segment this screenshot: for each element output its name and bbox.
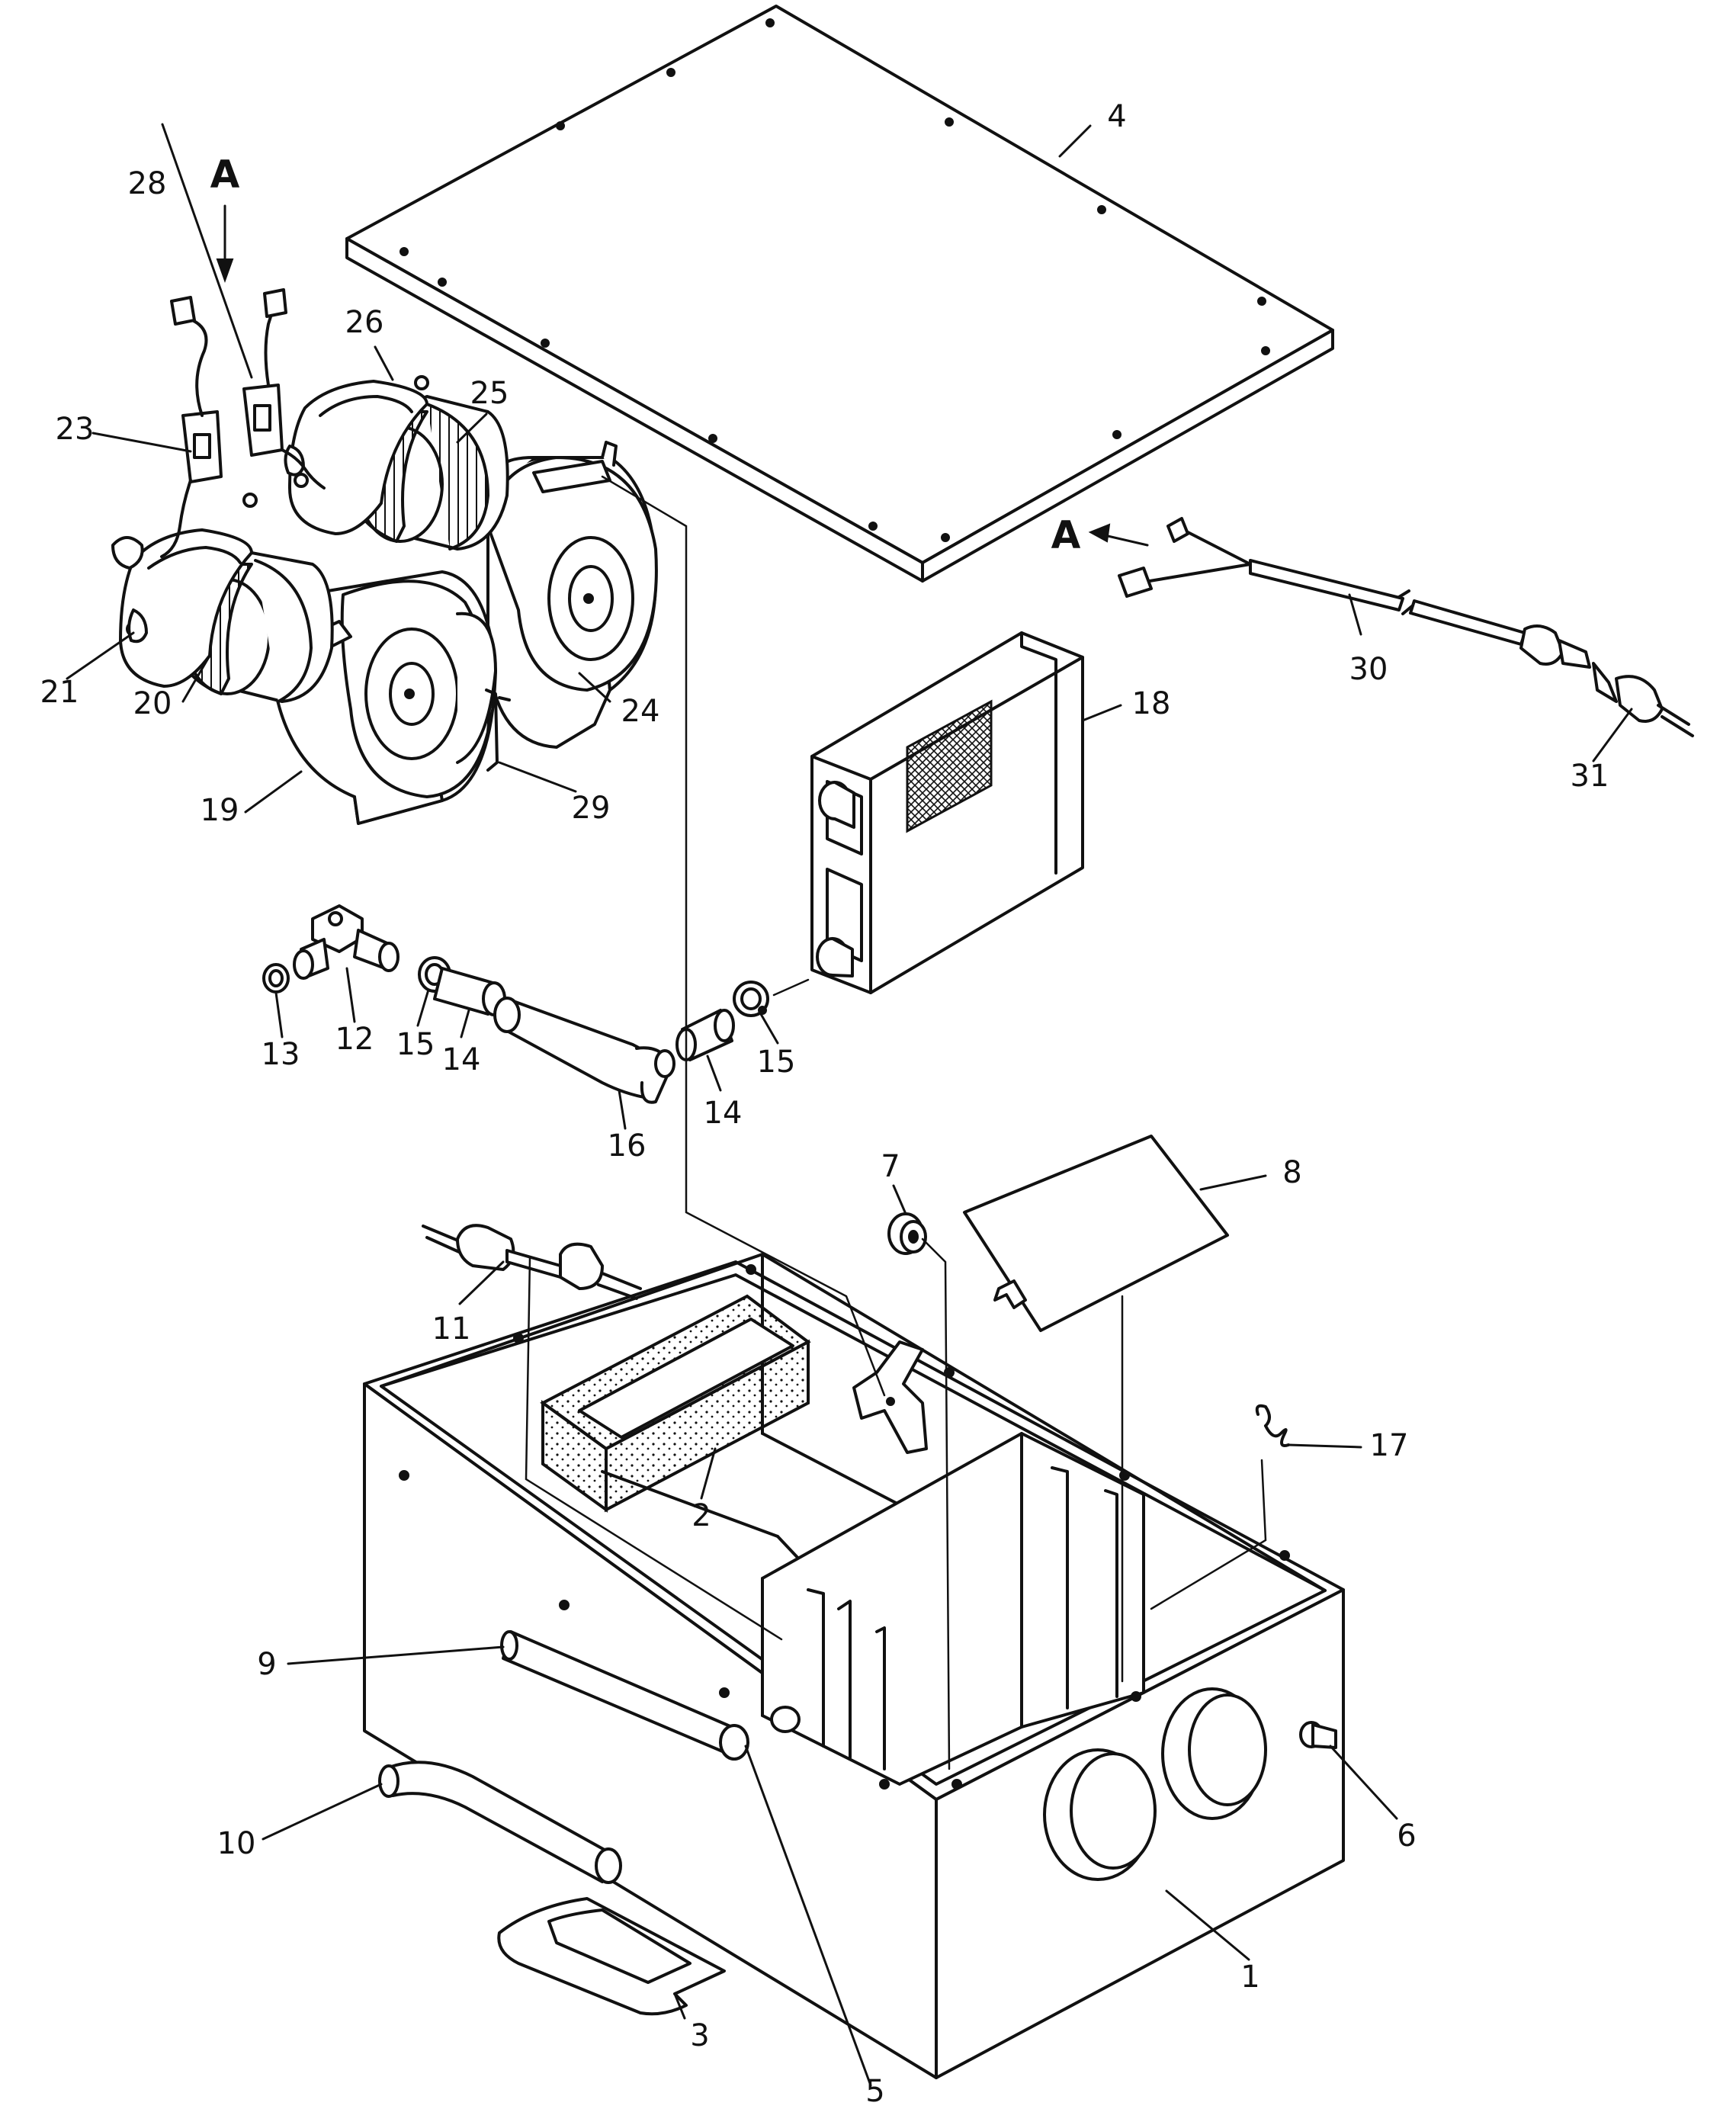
callout-19: 19 (201, 793, 239, 828)
view-marker-a-top: A (210, 152, 240, 283)
callout-14-left: 14 (442, 1042, 481, 1077)
case-outlet-ducts (1043, 1687, 1267, 1881)
callout-31: 31 (1571, 759, 1609, 794)
drain-fitting-part-6 (1299, 1721, 1337, 1749)
wire-harness-part-30 (1118, 517, 1526, 646)
callout-29: 29 (572, 791, 611, 826)
callout-17: 17 (1370, 1428, 1409, 1463)
callout-21: 21 (40, 675, 79, 710)
callout-15-right: 15 (757, 1045, 796, 1080)
callout-16: 16 (608, 1128, 647, 1164)
cable-grommets-part-11 (422, 1224, 642, 1300)
resistor-part-23 (160, 296, 223, 558)
grommet-part-7 (887, 1212, 927, 1255)
hose-part-16 (493, 997, 675, 1104)
callout-12: 12 (335, 1022, 374, 1057)
callout-7: 7 (881, 1149, 900, 1184)
motor-flange-part-26 (284, 375, 429, 535)
heater-core-part-18 (810, 631, 1084, 994)
resistor-part-28 (242, 288, 326, 490)
callout-6: 6 (1397, 1818, 1416, 1854)
wire-clip-part-17 (1255, 1404, 1290, 1447)
cover-plate-part-8 (963, 1135, 1229, 1332)
callout-4: 4 (1107, 99, 1126, 134)
callout-30: 30 (1349, 652, 1388, 687)
callout-28: 28 (128, 166, 167, 201)
callout-5: 5 (865, 2074, 884, 2109)
callout-8: 8 (1282, 1155, 1301, 1190)
callout-13: 13 (262, 1037, 300, 1072)
callout-24: 24 (621, 694, 660, 729)
callout-labels: 4 28 26 25 23 21 20 19 24 29 18 30 31 13… (40, 99, 1609, 2109)
drain-tube-part-9 (500, 1630, 749, 1761)
blower-strap-part-29 (485, 689, 499, 772)
callout-3: 3 (690, 2018, 709, 2053)
callout-23: 23 (56, 412, 95, 447)
callout-10: 10 (217, 1826, 256, 1861)
callout-11: 11 (432, 1311, 471, 1347)
assembly-guide-lines (525, 475, 1267, 1770)
drain-tube-part-10 (378, 1761, 622, 1884)
tee-joint-part-12 (293, 904, 400, 980)
callout-18: 18 (1132, 686, 1171, 721)
hose-part-14-left (433, 967, 506, 1016)
callout-14-right: 14 (704, 1096, 743, 1131)
callout-20: 20 (133, 686, 172, 721)
case-mount-bracket (852, 1340, 928, 1454)
foam-seal-part-2 (540, 1294, 811, 1513)
cover-screw-holes (400, 18, 1270, 542)
callout-26: 26 (345, 305, 384, 340)
callout-1: 1 (1240, 1960, 1259, 1995)
callout-15-left: 15 (396, 1027, 435, 1062)
callout-9: 9 (257, 1647, 276, 1682)
hose-assembly-guide (772, 978, 810, 997)
svg-text:A: A (1051, 513, 1081, 557)
callout-2: 2 (692, 1498, 711, 1533)
top-cover-part-4 (345, 5, 1334, 583)
hose-clamp-part-15-right (733, 981, 769, 1017)
hose-clamp-part-13 (262, 963, 290, 994)
callout-leaders (66, 123, 1633, 2087)
case-divider-frames (761, 1432, 1145, 1786)
svg-text:A: A (210, 152, 240, 197)
view-marker-a-right: A (1051, 513, 1149, 557)
cable-connector-part-31 (1519, 624, 1694, 737)
callout-25: 25 (470, 376, 509, 411)
